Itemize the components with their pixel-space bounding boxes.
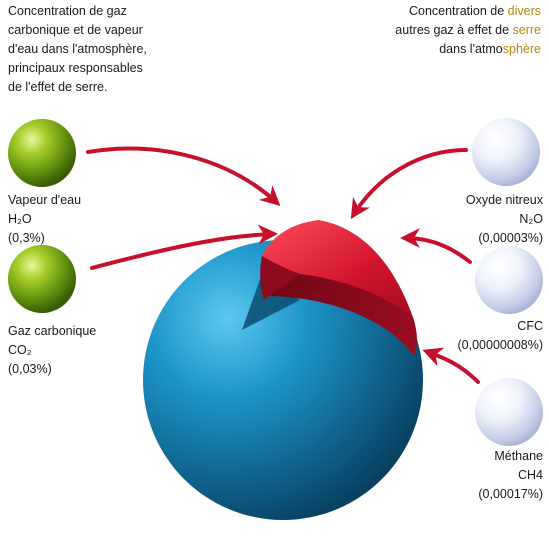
arrows	[86, 146, 480, 384]
n2o-sphere	[472, 118, 540, 186]
intro-right-part: Concentration de	[408, 4, 508, 18]
cfc-sphere	[475, 246, 543, 314]
co2-formula: CO₂	[8, 343, 32, 357]
intro-right-line-3: dans l'atmosphère	[341, 40, 541, 59]
arrow-water-vapor	[86, 146, 281, 207]
wedge-notch-shadow	[242, 268, 300, 330]
n2o-name: Oxyde nitreux	[465, 193, 543, 207]
water-vapor-name: Vapeur d'eau	[8, 193, 82, 207]
n2o-label: Oxyde nitreux N₂O (0,00003%)	[466, 191, 543, 248]
cfc-name: CFC	[517, 319, 543, 333]
co2-value: (0,03%)	[8, 362, 52, 376]
ch4-name: Méthane	[494, 449, 543, 463]
ch4-label: Méthane CH4 (0,00017%)	[478, 447, 543, 504]
intro-right-text: Concentration de divers autres gaz à eff…	[341, 2, 541, 59]
water-vapor-formula: H₂O	[8, 212, 32, 226]
water-vapor-label: Vapeur d'eau H₂O (0,3%)	[8, 191, 81, 248]
water-vapor-value: (0,3%)	[8, 231, 45, 245]
cfc-value: (0,00000008%)	[457, 338, 543, 352]
intro-left-text: Concentration de gaz carbonique et de va…	[8, 2, 198, 97]
intro-left-line: de l'effet de serre.	[8, 80, 108, 94]
arrow-ch4	[422, 347, 480, 384]
wedge-top	[262, 220, 414, 320]
intro-right-part: dans l'atmo	[439, 42, 503, 56]
water-vapor-sphere	[8, 119, 76, 187]
co2-label: Gaz carbonique CO₂ (0,03%)	[8, 322, 96, 379]
arrow-cfc	[400, 228, 472, 264]
co2-sphere	[8, 245, 76, 313]
intro-right-line-2: autres gaz à effet de serre	[341, 21, 541, 40]
arrow-co2	[90, 224, 278, 270]
intro-left-line: carbonique et de vapeur	[8, 23, 143, 37]
intro-right-part: autres gaz à effet de	[395, 23, 513, 37]
co2-name: Gaz carbonique	[8, 324, 97, 338]
n2o-value: (0,00003%)	[478, 231, 543, 245]
ch4-value: (0,00017%)	[478, 487, 543, 501]
intro-right-line-1: Concentration de divers	[341, 2, 541, 21]
cfc-label: CFC (0,00000008%)	[458, 317, 543, 355]
intro-left-line: d'eau dans l'atmosphère,	[8, 42, 147, 56]
intro-right-highlight: sphère	[502, 42, 541, 56]
n2o-formula: N₂O	[519, 212, 543, 226]
intro-right-highlight: divers	[507, 4, 541, 18]
ch4-sphere	[475, 378, 543, 446]
intro-left-line: Concentration de gaz	[8, 4, 127, 18]
arrow-n2o	[350, 148, 468, 220]
intro-right-highlight: serre	[512, 23, 541, 37]
ch4-formula: CH4	[517, 468, 543, 482]
wedge-inner-face	[260, 256, 300, 300]
intro-left-line: principaux responsables	[8, 61, 143, 75]
